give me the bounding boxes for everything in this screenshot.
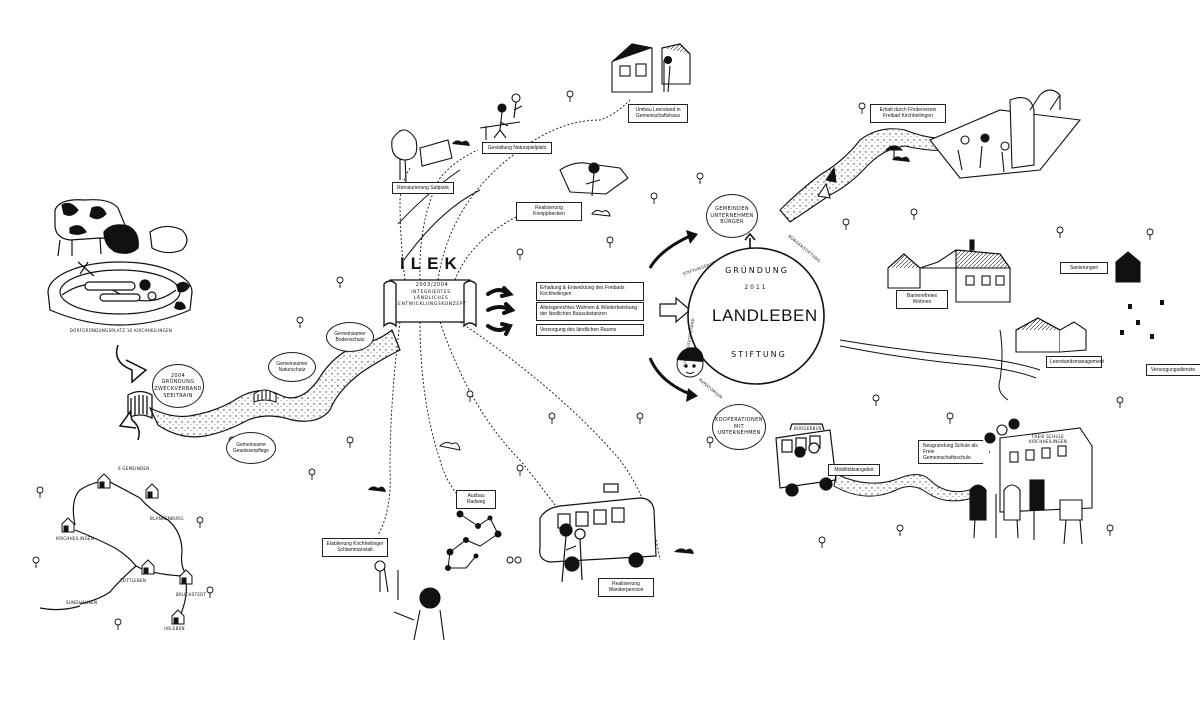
playground-illustration	[479, 93, 629, 197]
village-label: Sundhausen	[66, 600, 98, 605]
process-arrow	[118, 410, 140, 441]
ilek-years: 2003/2004	[415, 282, 449, 288]
foundation-arrow	[744, 232, 756, 241]
village-label: Urleben	[164, 626, 185, 631]
right-label: Barrierefreies Wohnen	[896, 290, 948, 309]
foundation-arrow	[648, 234, 691, 269]
farm-plate-illustration	[47, 199, 193, 326]
right-label: Mobilitätsangebot	[828, 464, 880, 477]
project-label: Renaturierung Sattpark	[392, 182, 454, 195]
bridge-icon	[253, 389, 277, 403]
village-network	[39, 481, 187, 617]
village-label: Bruchstedt	[176, 592, 207, 597]
ilek-subtitle: Integriertes ländliches Entwicklungskonz…	[398, 290, 467, 307]
bus-illustration	[775, 423, 837, 497]
right-label: Sanierungen	[1060, 262, 1108, 275]
project-label: Etablierung Kirchheilinger Schlammanstal…	[322, 538, 388, 557]
foundation-year: 2011	[744, 284, 768, 291]
river	[779, 128, 956, 223]
partners-bubble: Gemeinden Unternehmen Bürger	[706, 194, 758, 238]
foundation-name: LANDLEBEN	[712, 306, 818, 325]
foundation-arrow	[686, 388, 698, 402]
route-constellation	[445, 510, 522, 571]
project-label: Realisierung Wanderpension	[598, 578, 654, 597]
village-house-icon	[61, 473, 193, 625]
project-label: Umbau Leerstand in Gemeinschaftshaus	[628, 104, 688, 123]
village-label: Tottleben	[120, 578, 147, 583]
foundation-arc-bottom: STIFTUNG	[731, 350, 787, 359]
person-portrait	[676, 347, 704, 378]
gewaesserpflege-bubble: Gemeinsame Gewässerpflege	[226, 432, 276, 464]
project-label: Gestaltung Naturspielplatz	[482, 142, 552, 155]
cloud-icon	[368, 140, 910, 554]
process-arrow	[115, 344, 148, 384]
project-label: Realisierung Kneippbecken	[516, 202, 582, 221]
road-network	[839, 329, 1041, 401]
foundation-arc-top: GRÜNDUNG	[725, 266, 789, 275]
river	[833, 473, 973, 502]
tree-illustration	[391, 129, 453, 183]
caravan-illustration	[539, 483, 657, 583]
right-label: Versorgungsdienste	[1146, 364, 1200, 376]
ilek-title: ILEK	[400, 254, 463, 273]
foundation-arrow	[686, 230, 698, 244]
house-illustration	[887, 239, 1141, 353]
foundation-circle	[687, 247, 825, 385]
bridge-icon	[127, 390, 153, 420]
river	[148, 329, 401, 438]
right-label: Leerstandsmanagement	[1046, 356, 1104, 369]
naturschutz-bubble: Gemeinsamer Naturschutz	[268, 352, 316, 382]
person-illustration	[374, 560, 445, 641]
freibad-illustration	[817, 89, 1082, 199]
project-label: Ausbau Radweg	[456, 490, 496, 509]
right-label: Erhalt durch Förderverein Freibad Kirchh…	[870, 104, 946, 123]
bodenschutz-bubble: Gemeinsamer Bodenschutz	[326, 322, 374, 352]
goal-arrow	[659, 296, 691, 324]
plate-caption: Dorfgründungsplatz 16 Kirchheilingen	[69, 328, 173, 333]
foundation-arrow	[648, 357, 691, 396]
milestone-bubble: 2004 Gründung Zweckverband Seeitrain	[152, 364, 204, 408]
house-illustration	[611, 43, 691, 93]
school-sign: Freie Schule Kirchheilingen	[1028, 434, 1068, 444]
school-illustration	[969, 418, 1093, 545]
right-label: Neugründung Schule als Freie Gemeinschaf…	[918, 440, 990, 464]
bus-sign: Bürgerbus	[794, 426, 822, 431]
goal-label: Altersgerechtes Wohnen & Wiederbelebung …	[536, 302, 644, 321]
partners-bubble: Kooperationen mit Unternehmen	[712, 404, 766, 450]
goal-label: Versorgung des ländlichen Raums	[536, 324, 644, 337]
cow-spot-decoration	[174, 281, 190, 310]
community-count: 6 Gemeinden	[118, 466, 150, 471]
village-label: Blankenburg	[150, 516, 184, 521]
village-label: Kirchheilingen	[56, 536, 95, 541]
ilek-scroll	[383, 279, 477, 328]
goal-label: Erhaltung & Entwicklung des Freibads Kir…	[536, 282, 644, 301]
location-pin-icon	[1120, 300, 1164, 339]
goal-arrow	[486, 286, 516, 336]
